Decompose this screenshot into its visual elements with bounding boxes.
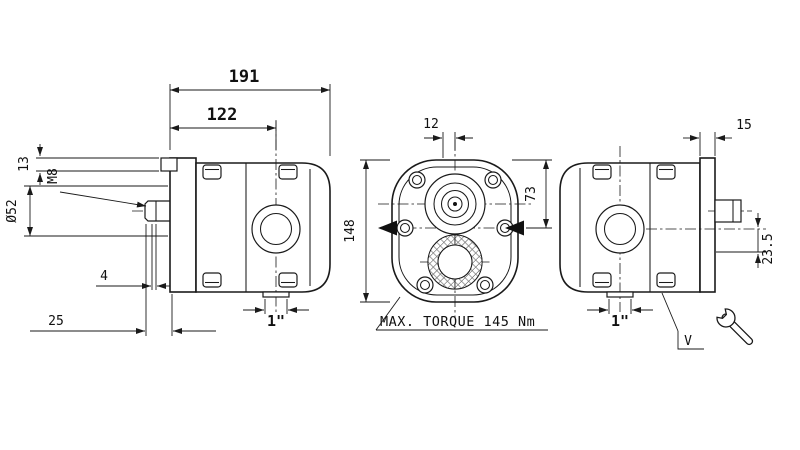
mounting-flange: [169, 157, 197, 293]
dim-label-148: 148: [343, 219, 358, 242]
dim-tab-height: 13: [17, 144, 159, 185]
dim-flange-to-port: 122: [170, 105, 277, 150]
flange-tab: [160, 157, 178, 172]
flange-bolt: [476, 276, 494, 294]
bolt: [656, 164, 676, 180]
dim-label-25: 25: [48, 314, 64, 329]
bolt: [278, 272, 298, 288]
port-label-left: 1": [267, 312, 285, 330]
dim-thread-m8: M8: [46, 168, 147, 208]
dim-overall-height: 148: [343, 159, 390, 303]
torque-note: MAX. TORQUE 145 Nm: [375, 296, 548, 331]
bearing-ring: [433, 182, 477, 226]
right-side-view: [559, 146, 752, 312]
flange-bolt: [408, 171, 426, 189]
bolt: [202, 164, 222, 180]
dim-label-73: 73: [524, 186, 539, 202]
valve-label-text: V: [684, 334, 692, 349]
dim-port-offset: 23.5: [646, 213, 776, 268]
dim-label-15: 15: [736, 118, 752, 133]
valve-label: V: [661, 292, 704, 350]
shaft-end: [447, 196, 463, 212]
dim-overall-length: 191: [169, 67, 331, 156]
dim-shaft-length: 25: [30, 224, 216, 336]
front-view-dimensions: 12 148 73 MAX. TORQUE 145 Nm: [343, 117, 552, 331]
bottom-port-left: [262, 291, 290, 298]
rear-flange: [699, 157, 716, 293]
side-port-boss: [251, 204, 301, 254]
left-view-dimensions: 191 122 13 M8 Ø52: [5, 67, 331, 336]
dim-groove-width: 4: [96, 224, 170, 290]
flow-arrow-right: [505, 220, 524, 236]
port-label-right: 1": [611, 312, 629, 330]
dim-label-4: 4: [100, 269, 108, 284]
gear-bore: [437, 244, 473, 280]
side-port-bore: [259, 212, 293, 246]
bolt: [656, 272, 676, 288]
dim-port-axis: 73: [512, 159, 552, 229]
dim-flange-width: 15: [683, 118, 752, 156]
dim-label-122: 122: [207, 105, 238, 125]
dim-label-d52: Ø52: [5, 199, 20, 222]
wrench-icon: [716, 308, 754, 346]
bolt: [278, 164, 298, 180]
flow-arrow-left: [378, 220, 397, 236]
dim-label-191: 191: [229, 67, 260, 87]
bolt: [202, 272, 222, 288]
left-side-view: [132, 120, 331, 312]
drive-shaft: [144, 200, 174, 222]
right-view-dimensions: 15 23.5 1" V: [587, 118, 776, 350]
bolt: [592, 164, 612, 180]
dim-label-13: 13: [17, 156, 32, 172]
rear-shaft-stub: [714, 199, 742, 223]
seal-ring: [440, 189, 470, 219]
flange-bolt: [484, 171, 502, 189]
side-port-boss: [595, 204, 645, 254]
dim-port-left: 1": [243, 299, 309, 330]
dim-pilot-diameter: Ø52: [5, 185, 168, 237]
bottom-port-right: [606, 291, 634, 298]
dim-port-right: 1": [587, 299, 653, 330]
dim-offset-top: 12: [423, 117, 473, 158]
flange-bolt: [416, 276, 434, 294]
dim-label-m8: M8: [46, 168, 61, 184]
shaft-center: [453, 202, 457, 206]
flange-bolt: [396, 219, 414, 237]
front-view: [378, 140, 532, 318]
torque-note-text: MAX. TORQUE 145 Nm: [380, 314, 535, 330]
dim-label-12: 12: [423, 117, 439, 132]
side-port-bore: [603, 212, 637, 246]
bolt: [592, 272, 612, 288]
dim-label-23-5: 23.5: [761, 233, 776, 264]
